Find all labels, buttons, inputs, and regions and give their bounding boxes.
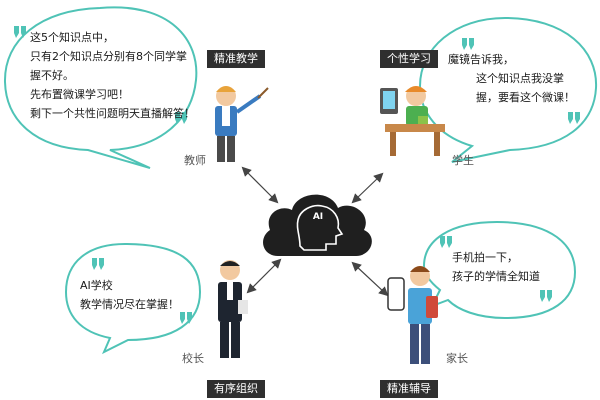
cloud-ai-brain-icon [263, 194, 372, 256]
student-line: 魔镜告诉我， [448, 53, 514, 66]
quote-close-icon [568, 112, 580, 124]
principal-speech-text: AI学校 教学情况尽在掌握！ [80, 276, 179, 314]
parent-speech-bubble [422, 220, 577, 320]
principal-line: 教学情况尽在掌握！ [80, 298, 179, 311]
double-arrow-icon [351, 261, 389, 297]
quote-close-icon [540, 290, 552, 302]
double-arrow-icon [246, 258, 282, 294]
principal-figure [218, 260, 248, 358]
double-arrow-icon [241, 166, 279, 204]
quote-open-icon [462, 38, 474, 50]
teacher-line: 握不好。 [30, 69, 74, 82]
parent-line: 手机拍一下， [452, 251, 518, 264]
parent-line: 孩子的学情全知道 [452, 270, 540, 283]
student-line: 握，要看这个微课！ [476, 91, 575, 104]
principal-role-label: 校长 [182, 352, 204, 365]
hub-label: AI [312, 212, 324, 222]
double-arrow-icon [351, 172, 384, 204]
quote-open-icon [440, 236, 452, 248]
teacher-speech-text: 这5个知识点中， 只有2个知识点分别有8个同学掌 握不好。 先布置微课学习吧！ … [30, 28, 195, 123]
principal-tag: 有序组织 [207, 380, 265, 398]
teacher-line: 只有2个知识点分别有8个同学掌 [30, 50, 187, 63]
teacher-line: 这5个知识点中， [30, 31, 114, 44]
teacher-line: 剩下一个共性问题明天直播解答！ [30, 107, 195, 120]
student-figure [380, 86, 445, 156]
teacher-role-label: 教师 [184, 154, 206, 167]
quote-open-icon [14, 26, 26, 38]
student-line: 这个知识点我没掌 [476, 72, 564, 85]
parent-tag: 精准辅导 [380, 380, 438, 398]
quote-open-icon [92, 258, 104, 270]
student-tag: 个性学习 [380, 50, 438, 68]
parent-role-label: 家长 [446, 352, 468, 365]
parent-speech-text: 手机拍一下， 孩子的学情全知道 [452, 248, 540, 286]
quote-close-icon [180, 312, 192, 324]
teacher-tag: 精准教学 [207, 50, 265, 68]
student-speech-text: 魔镜告诉我， 这个知识点我没掌 握，要看这个微课！ [448, 50, 575, 107]
teacher-speech-bubble [3, 6, 198, 169]
quote-close-icon [175, 112, 187, 124]
parent-figure [387, 266, 438, 364]
student-role-label: 学生 [452, 154, 474, 167]
principal-speech-bubble [64, 242, 202, 355]
principal-line: AI学校 [80, 279, 113, 292]
teacher-line: 先布置微课学习吧！ [30, 88, 129, 101]
teacher-figure [215, 86, 269, 162]
